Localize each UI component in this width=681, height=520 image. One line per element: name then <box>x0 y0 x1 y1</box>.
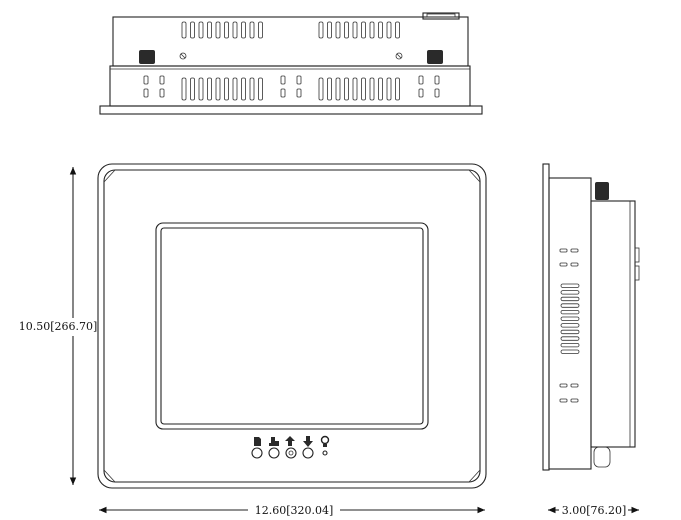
vent-slot <box>327 21 332 39</box>
lightbulb-icon <box>320 435 330 447</box>
vent-slot <box>232 77 238 101</box>
vent-slot <box>249 21 255 39</box>
vent-slot <box>386 77 392 101</box>
vent-slot <box>560 309 580 315</box>
vent-slot <box>335 77 341 101</box>
vent-slot <box>344 77 349 101</box>
vent-slot <box>560 329 580 335</box>
vent-slot <box>361 21 366 39</box>
menu-button[interactable] <box>251 447 263 459</box>
vent-slot <box>352 77 358 101</box>
vent-slot <box>395 77 400 101</box>
vent-slot <box>143 75 149 85</box>
vent-slot <box>560 323 580 328</box>
vent-slot <box>560 296 580 302</box>
vent-slot <box>361 77 366 101</box>
vent-slot <box>190 77 195 101</box>
vent-slot <box>143 88 149 98</box>
down-button[interactable] <box>302 447 314 459</box>
vent-slot <box>224 77 229 101</box>
memory-card-icon <box>254 437 261 446</box>
vent-slot <box>560 303 580 308</box>
vent-slot <box>352 21 358 39</box>
vent-slot <box>241 21 246 39</box>
vent-slot <box>198 77 204 101</box>
vent-slot <box>318 77 324 101</box>
lower-vent-slots <box>143 75 440 101</box>
vent-slot <box>559 248 568 253</box>
brightness-down-icon <box>269 437 279 446</box>
vent-slot <box>207 77 212 101</box>
vent-slot <box>258 21 263 39</box>
vent-slot <box>215 77 221 101</box>
depth-dimension: 3.00[76.20] <box>548 504 639 517</box>
vent-slot <box>418 75 424 85</box>
width-dimension: 12.60[320.04] <box>99 504 485 517</box>
vent-slot <box>560 336 580 341</box>
vent-slot <box>369 77 375 101</box>
vent-slot <box>570 398 579 403</box>
vent-slot <box>159 75 165 85</box>
screen-opening <box>155 222 429 430</box>
top-view <box>99 12 483 115</box>
vent-slot <box>386 21 392 39</box>
vent-slot <box>559 262 568 267</box>
vent-slot <box>344 21 349 39</box>
vent-slot <box>560 290 580 295</box>
vent-slot <box>570 262 579 267</box>
vent-slot <box>560 316 580 321</box>
vent-slot <box>215 21 221 39</box>
vent-slot <box>327 77 332 101</box>
upper-vent-slots <box>181 21 400 39</box>
vent-slot <box>395 21 400 39</box>
vent-slot <box>560 283 580 288</box>
vent-slot <box>559 383 568 388</box>
down-arrow-icon <box>303 436 313 447</box>
vent-slot <box>570 248 579 253</box>
side-view <box>542 163 640 471</box>
vent-slot <box>280 88 286 98</box>
vent-slot <box>434 88 440 98</box>
vent-slot <box>232 21 238 39</box>
side-vent-slots <box>559 248 580 403</box>
vent-slot <box>560 342 580 348</box>
vent-slot <box>559 398 568 403</box>
vent-slot <box>249 77 255 101</box>
vent-slot <box>296 88 302 98</box>
vent-slot <box>335 21 341 39</box>
power-led <box>322 450 328 456</box>
vent-slot <box>434 75 440 85</box>
vent-slot <box>241 77 246 101</box>
vent-slot <box>181 77 187 101</box>
vent-slot <box>318 21 324 39</box>
front-view <box>97 163 487 489</box>
vent-slot <box>280 75 286 85</box>
height-label: 10.50[266.70] <box>19 320 98 333</box>
up-arrow-icon <box>285 436 295 446</box>
vent-slot <box>207 21 212 39</box>
vent-slot <box>198 21 204 39</box>
height-dimension: 10.50[266.70] <box>19 167 98 485</box>
vent-slot <box>190 21 195 39</box>
up-button[interactable] <box>285 447 297 459</box>
vent-slot <box>258 77 263 101</box>
vent-slot <box>224 21 229 39</box>
width-label: 12.60[320.04] <box>255 504 334 517</box>
depth-label: 3.00[76.20] <box>562 504 627 517</box>
vent-slot <box>159 88 165 98</box>
vent-slot <box>181 21 187 39</box>
vent-slot <box>560 349 580 354</box>
vent-slot <box>296 75 302 85</box>
vent-slot <box>378 21 383 39</box>
display-area <box>160 227 424 425</box>
vent-slot <box>378 77 383 101</box>
vent-slot <box>369 21 375 39</box>
vent-slot <box>418 88 424 98</box>
vent-slot <box>570 383 579 388</box>
brightness-button[interactable] <box>268 447 280 459</box>
